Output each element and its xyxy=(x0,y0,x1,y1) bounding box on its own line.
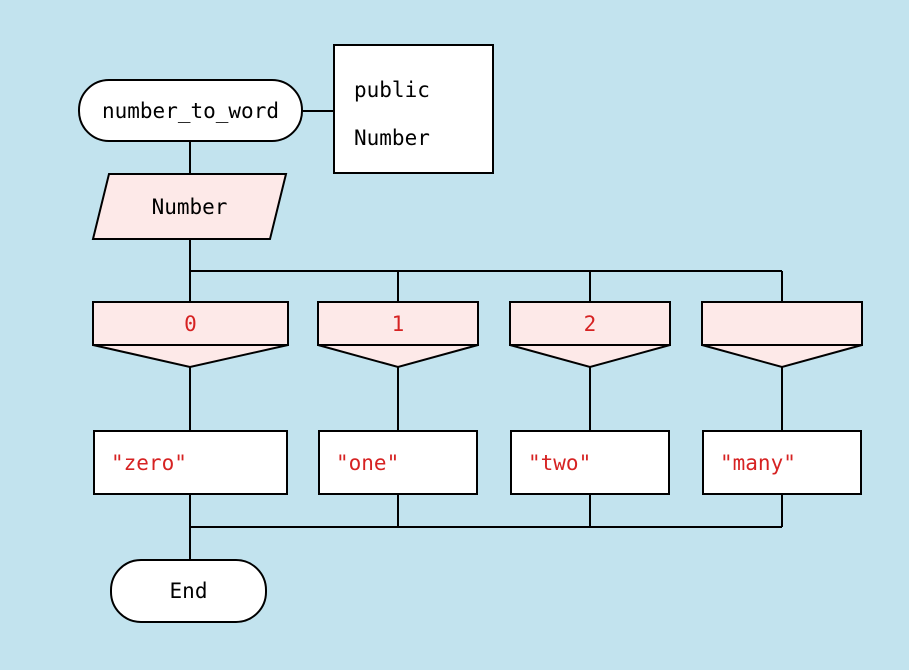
declaration-type: Number xyxy=(354,126,430,150)
declaration-box[interactable]: public Number xyxy=(333,44,494,174)
assign-node-one[interactable]: "one" xyxy=(318,430,478,495)
assign-node-many[interactable]: "many" xyxy=(702,430,862,495)
case-node-1[interactable] xyxy=(317,301,479,369)
declaration-visibility: public xyxy=(354,78,430,102)
assign-node-one-value: "one" xyxy=(336,450,400,475)
start-node[interactable]: number_to_word xyxy=(78,79,303,142)
end-node-label: End xyxy=(169,579,208,603)
assign-node-two[interactable]: "two" xyxy=(510,430,670,495)
case-node-default[interactable] xyxy=(701,301,863,369)
start-node-label: number_to_word xyxy=(101,98,279,123)
case-node-2[interactable] xyxy=(509,301,671,369)
assign-node-zero-value: "zero" xyxy=(111,450,187,475)
assign-node-two-value: "two" xyxy=(528,450,592,475)
assign-node-many-value: "many" xyxy=(720,450,796,475)
assign-node-zero[interactable]: "zero" xyxy=(93,430,288,495)
case-node-0[interactable] xyxy=(92,301,289,369)
end-node[interactable]: End xyxy=(110,559,267,623)
input-node-shape[interactable] xyxy=(91,173,288,240)
